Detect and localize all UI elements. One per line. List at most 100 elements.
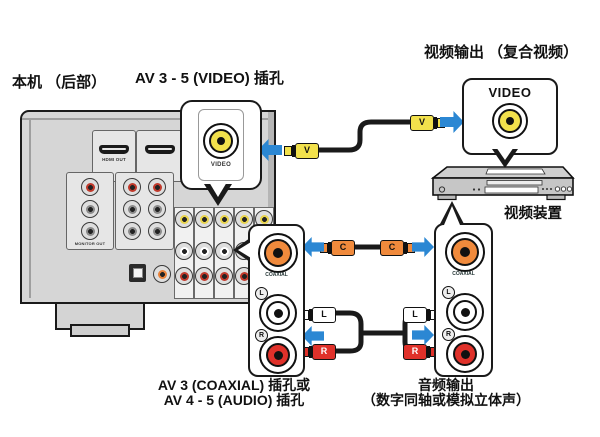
device-knob: [554, 186, 561, 192]
r-badge: R: [442, 328, 455, 341]
coaxial-jack-label: COAXIAL: [452, 271, 475, 277]
video-jack-small-icon: [235, 210, 253, 228]
device-dot: [550, 188, 552, 190]
l-badge: L: [255, 287, 268, 300]
audio-l-connector-left: L: [301, 306, 336, 323]
coaxial-rca-jack-icon: [445, 232, 485, 272]
unit-rear-label: 本机 （后部）: [12, 74, 107, 91]
rca-jack-y-icon: [81, 222, 99, 240]
rca-plug-body: L: [312, 306, 336, 323]
rca-jack-icon: [148, 222, 166, 240]
audio-l-jack-small-icon: [215, 242, 233, 260]
device-dot: [546, 188, 548, 190]
video-rca-jack-icon: [492, 103, 528, 139]
device-dot: [472, 188, 476, 191]
device-display: [486, 180, 543, 186]
monitor-out-panel: MONITOR OUT: [66, 172, 114, 250]
rca-plug-body: V: [295, 142, 319, 159]
audio-jacks-label: AV 3 (COAXIAL) 插孔或 AV 4 - 5 (AUDIO) 插孔: [139, 378, 329, 408]
device-video-jack-callout: VIDEO: [462, 78, 558, 155]
panel-edge-shading: [268, 112, 274, 298]
rca-plug-body: V: [410, 114, 434, 131]
audio-l-jack-small-icon: [175, 242, 193, 260]
device-knob: [566, 186, 573, 192]
audio-r-connector-left: R: [301, 343, 336, 360]
device-audio-jacks-callout: COAXIAL L R: [434, 223, 493, 377]
rca-jack-icon: [123, 222, 141, 240]
av-jack-strip: [214, 207, 234, 299]
rca-plug-body: R: [312, 343, 336, 360]
coaxial-connector-left: C: [320, 239, 355, 256]
av-video-jacks-label: AV 3 - 5 (VIDEO) 插孔: [135, 70, 284, 87]
audio-r-jack-small-icon: [175, 267, 193, 285]
receiver-audio-jacks-callout: COAXIAL L R: [248, 224, 305, 377]
av-jack-strip: [174, 207, 194, 299]
video-jack-label: VIDEO: [210, 161, 232, 168]
audio-l-connector-right: L: [403, 306, 438, 323]
video-output-label: 视频输出 （复合视频）: [424, 44, 579, 61]
audio-r-connector-right: R: [403, 343, 438, 360]
device-disc-tray: [484, 186, 539, 194]
rca-plug-body: C: [380, 239, 404, 256]
video-jack-small-icon: [175, 210, 193, 228]
coaxial-rca-jack-icon: [258, 233, 298, 273]
video-jack-title: VIDEO: [488, 85, 532, 100]
stereo-cable: [330, 310, 416, 354]
chassis-line-left: [29, 118, 31, 298]
device-power-button: [438, 186, 446, 193]
audio-l-jack-small-icon: [195, 242, 213, 260]
device-foot: [437, 194, 457, 201]
r-badge: R: [255, 329, 268, 342]
receiver-video-jack-callout: VIDEO: [180, 100, 262, 190]
optical-port-icon: [129, 264, 146, 282]
video-rca-jack-icon: [203, 122, 239, 159]
rca-jack-icon: [148, 178, 166, 196]
audio-l-rca-jack-icon: [446, 293, 484, 331]
video-jack-small-icon: [195, 210, 213, 228]
audio-r-rca-jack-icon: [446, 335, 484, 373]
audio-output-label-line2: （数字同轴或模拟立体声）: [362, 392, 530, 408]
rca-jack-pb-icon: [81, 200, 99, 218]
audio-r-rca-jack-icon: [259, 336, 297, 374]
rca-plug-tip: [284, 145, 292, 156]
hdmi-out-port-label: HDMI OUT: [102, 157, 126, 162]
video-connector-right: V: [410, 114, 445, 131]
device-dot: [542, 188, 544, 190]
rca-plug-body: L: [403, 306, 427, 323]
device-knob: [560, 186, 567, 192]
audio-r-jack-small-icon: [215, 267, 233, 285]
audio-jacks-label-line2: AV 4 - 5 (AUDIO) 插孔: [163, 392, 305, 408]
audio-l-rca-jack-icon: [259, 294, 297, 332]
component-video-panel: [115, 172, 174, 250]
chassis-line-top: [22, 118, 274, 120]
audio-output-label: 音频输出 （数字同轴或模拟立体声）: [357, 378, 535, 408]
audio-output-label-line1: 音频输出: [418, 377, 474, 393]
jack-strip: VIDEO: [198, 109, 244, 181]
video-jack-small-icon: [215, 210, 233, 228]
video-device-label: 视频装置: [504, 206, 562, 222]
hdmi-out-port-icon: [99, 145, 129, 154]
audio-r-jack-small-icon: [195, 267, 213, 285]
coaxial-jack-label: COAXIAL: [265, 272, 288, 278]
rca-plug-body: R: [403, 343, 427, 360]
rca-jack-icon: [148, 200, 166, 218]
receiver-foot-base: [70, 324, 130, 337]
monitor-out-label: MONITOR OUT: [74, 241, 106, 246]
device-dot: [477, 188, 481, 191]
av-jack-strip: [194, 207, 214, 299]
hdmi-in-port-icon: [145, 145, 175, 154]
audio-jacks-label-line1: AV 3 (COAXIAL) 插孔或: [157, 377, 311, 393]
video-device: [430, 166, 575, 201]
rca-jack-pr-icon: [81, 178, 99, 196]
video-cable: [313, 119, 412, 153]
rca-jack-icon: [123, 200, 141, 218]
rca-plug-body: C: [331, 239, 355, 256]
device-tray-top: [485, 168, 546, 175]
device-foot: [546, 194, 566, 201]
rca-jack-icon: [123, 178, 141, 196]
video-connector-left: V: [284, 142, 319, 159]
coaxial-jack-small-icon: [153, 265, 171, 283]
coaxial-connector-right: C: [380, 239, 415, 256]
